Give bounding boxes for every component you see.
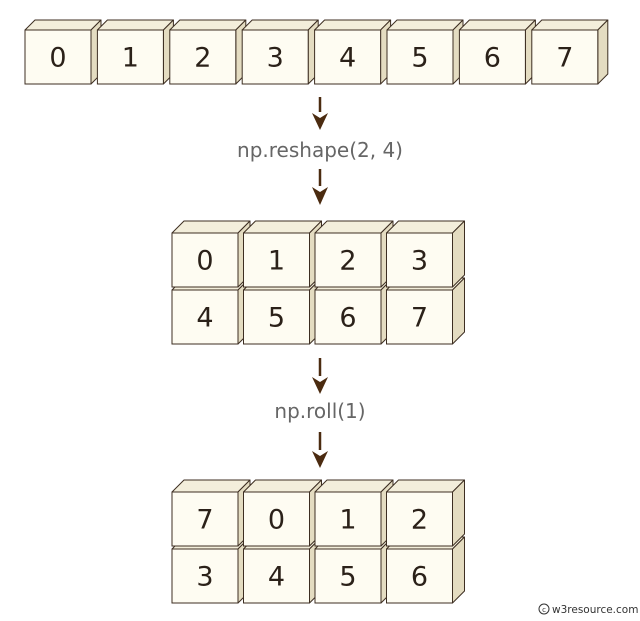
cube-input-6: 6 — [459, 20, 535, 84]
cell-value: 1 — [122, 43, 139, 74]
cell-value: 3 — [196, 562, 213, 593]
cube-reshape-r1c3: 7 — [387, 278, 465, 344]
cell-value: 5 — [268, 303, 285, 334]
cube-reshape-r0c1: 1 — [244, 221, 322, 287]
footer-site-name: w3resource.com — [552, 604, 638, 616]
cube-input-0: 0 — [25, 20, 101, 84]
svg-text:c: c — [542, 606, 546, 614]
cube-roll-r1c0: 3 — [172, 537, 250, 603]
cube-input-5: 5 — [387, 20, 463, 84]
cell-value: 2 — [194, 43, 211, 74]
cell-value: 1 — [268, 246, 285, 277]
cube-reshape-r1c1: 5 — [244, 278, 322, 344]
cell-value: 1 — [339, 505, 356, 536]
cell-value: 6 — [339, 303, 356, 334]
cell-value: 7 — [196, 505, 213, 536]
cube-roll-r0c2: 1 — [315, 480, 393, 546]
cube-roll-r0c3: 2 — [387, 480, 465, 546]
cell-value: 6 — [484, 43, 501, 74]
cube-reshape-r0c2: 2 — [315, 221, 393, 287]
cell-value: 0 — [196, 246, 213, 277]
reshape-operation-label: np.reshape(2, 4) — [237, 138, 403, 162]
copyright-icon: c — [539, 604, 549, 614]
cell-value: 5 — [411, 43, 428, 74]
arrow-down-icon — [312, 358, 328, 394]
cell-value: 4 — [339, 43, 356, 74]
cell-value: 7 — [556, 43, 573, 74]
footer-credit: c w3resource.com — [539, 604, 638, 616]
cube-roll-r0c1: 0 — [244, 480, 322, 546]
cube-reshape-r1c2: 6 — [315, 278, 393, 344]
cube-input-2: 2 — [170, 20, 246, 84]
rolled-2x4-grid: 3 4 5 6 7 0 1 2 — [172, 480, 465, 603]
cell-value: 5 — [339, 562, 356, 593]
cube-reshape-r0c3: 3 — [387, 221, 465, 287]
cube-input-4: 4 — [315, 20, 391, 84]
cube-roll-r1c2: 5 — [315, 537, 393, 603]
arrow-down-icon — [312, 432, 328, 468]
cube-reshape-r0c0: 0 — [172, 221, 250, 287]
reshaped-2x4-grid: 4 5 6 7 0 1 2 3 — [172, 221, 465, 344]
cell-value: 3 — [267, 43, 284, 74]
input-array-row: 0 1 2 3 4 5 6 7 — [25, 20, 608, 84]
arrow-down-icon — [312, 169, 328, 205]
cell-value: 3 — [411, 246, 428, 277]
arrow-down-icon — [312, 97, 328, 130]
cell-value: 2 — [339, 246, 356, 277]
cube-input-7: 7 — [532, 20, 608, 84]
cube-reshape-r1c0: 4 — [172, 278, 250, 344]
cell-value: 7 — [411, 303, 428, 334]
cell-value: 0 — [268, 505, 285, 536]
cube-roll-r1c3: 6 — [387, 537, 465, 603]
cell-value: 4 — [268, 562, 285, 593]
cube-roll-r1c1: 4 — [244, 537, 322, 603]
cube-roll-r0c0: 7 — [172, 480, 250, 546]
cube-input-3: 3 — [242, 20, 318, 84]
cell-value: 2 — [411, 505, 428, 536]
cell-value: 0 — [49, 43, 66, 74]
cube-input-1: 1 — [97, 20, 173, 84]
cell-value: 6 — [411, 562, 428, 593]
cell-value: 4 — [196, 303, 213, 334]
roll-operation-label: np.roll(1) — [274, 399, 365, 423]
